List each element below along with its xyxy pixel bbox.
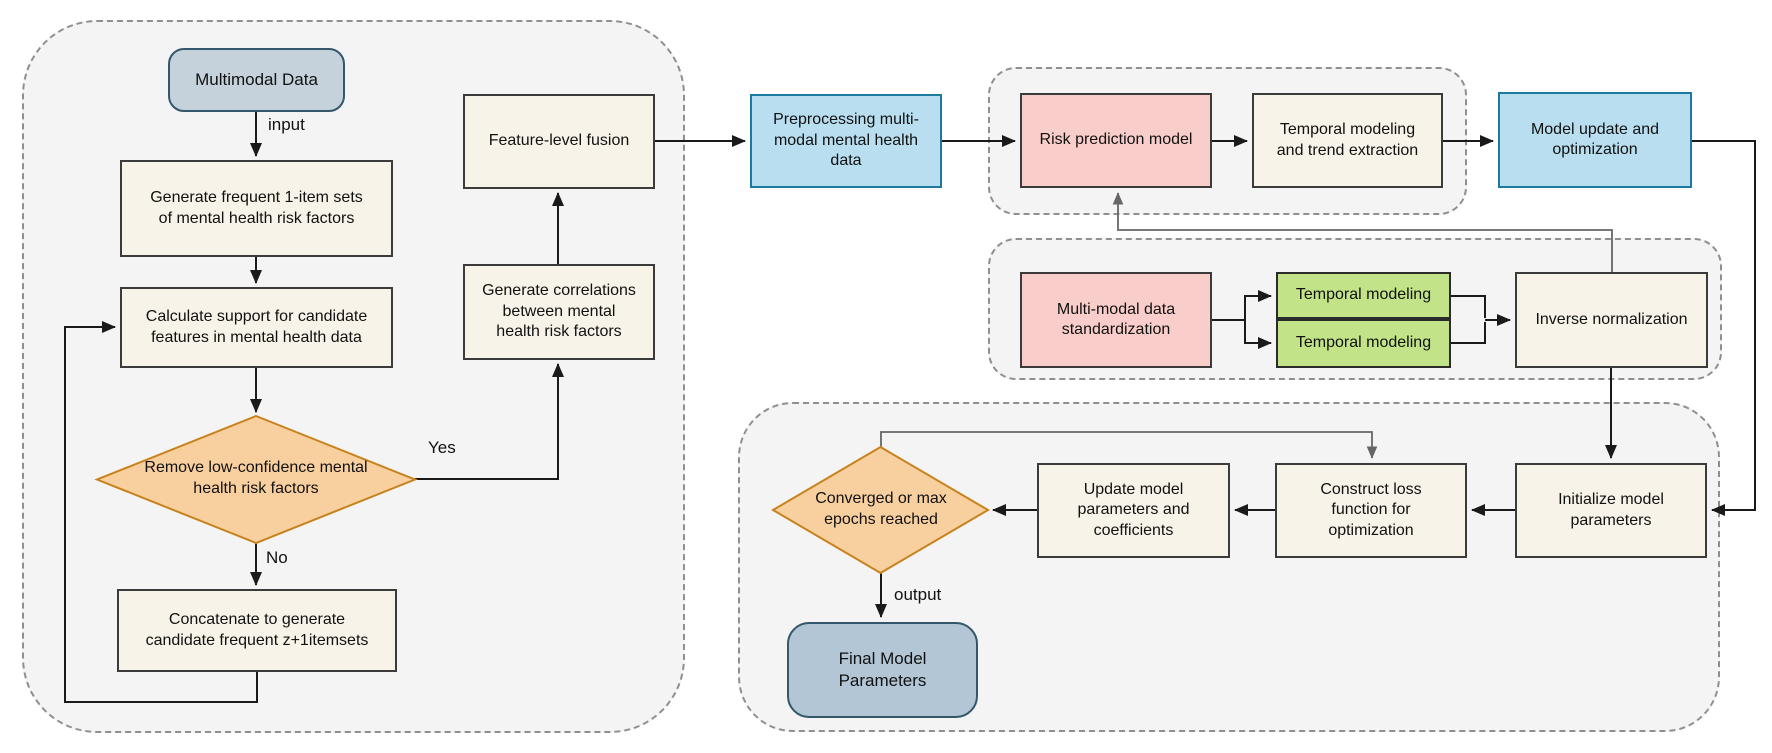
edge-concatenate-loop-to-calculate — [64, 321, 258, 703]
node-preprocessing: Preprocessing multi-modal mental health … — [750, 94, 942, 188]
node-label: Risk prediction model — [1039, 131, 1193, 149]
node-label: Final Model Parameters — [838, 649, 927, 690]
node-model-update: Model update and optimization — [1498, 92, 1692, 188]
node-label: Preprocessing multi-modal mental health … — [773, 111, 919, 170]
node-label: Concatenate to generate candidate freque… — [145, 611, 369, 649]
edge-diamond-yes-to-correlations — [415, 363, 564, 480]
edge-label-output: output — [894, 585, 942, 604]
node-risk-prediction: Risk prediction model — [1020, 93, 1212, 188]
node-label: Model update and optimization — [1530, 120, 1660, 158]
edge-inverse-feedback-to-risk — [1112, 192, 1613, 272]
node-label: Initialize model parameters — [1558, 491, 1664, 529]
node-inverse-normalization: Inverse normalization — [1515, 272, 1708, 368]
node-label: Multimodal Data — [195, 70, 318, 90]
edge-temporal1-merge — [1451, 295, 1486, 318]
node-label: Generate frequent 1-item sets of mental … — [150, 189, 363, 227]
node-final-params: Final Model Parameters — [787, 622, 978, 718]
node-temporal-modeling-1: Temporal modeling — [1276, 272, 1451, 319]
node-label: Generate correlations between mental hea… — [482, 282, 636, 341]
node-label: Inverse normalization — [1535, 310, 1688, 328]
node-temporal-modeling-2: Temporal modeling — [1276, 319, 1451, 368]
decision-remove-low-confidence — [94, 414, 418, 545]
node-concatenate: Concatenate to generate candidate freque… — [117, 589, 397, 672]
node-label: Remove low-confidence mental health risk… — [144, 459, 368, 497]
node-initialize-params: Initialize model parameters — [1515, 463, 1707, 558]
edge-model-update-to-initialize — [1692, 140, 1756, 516]
node-multimodal-data: Multimodal Data — [168, 48, 345, 112]
edge-converged-loop-to-construct — [880, 431, 1378, 459]
node-construct-loss: Construct loss function for optimization — [1275, 463, 1467, 558]
node-label: Construct loss function for optimization — [1320, 480, 1422, 539]
decision-converged-label: Converged or max epochs reached — [790, 480, 972, 540]
node-label: Multi-modal data standardization — [1056, 300, 1176, 338]
node-feature-fusion: Feature-level fusion — [463, 94, 655, 189]
edge-temporal2-merge — [1451, 322, 1486, 344]
node-label: Temporal modeling and trend extraction — [1276, 121, 1419, 159]
edge-label-yes: Yes — [428, 438, 456, 457]
node-label: Temporal modeling — [1295, 334, 1432, 352]
decision-remove-label: Remove low-confidence mental health risk… — [126, 446, 386, 512]
node-update-params: Update model parameters and coefficients — [1037, 463, 1230, 558]
node-standardization: Multi-modal data standardization — [1020, 272, 1212, 368]
edge-standardization-to-temporal2 — [1244, 320, 1272, 349]
node-temporal-trend: Temporal modeling and trend extraction — [1252, 93, 1443, 188]
node-label: Feature-level fusion — [488, 132, 630, 150]
node-generate-frequent: Generate frequent 1-item sets of mental … — [120, 160, 393, 257]
node-label: Temporal modeling — [1295, 286, 1432, 304]
edge-label-input: input — [268, 115, 305, 134]
decision-converged — [771, 445, 990, 575]
node-label: Converged or max epochs reached — [815, 490, 947, 528]
node-label: Update model parameters and coefficients — [1077, 480, 1190, 539]
node-label: Calculate support for candidate features… — [145, 308, 368, 346]
node-calculate-support: Calculate support for candidate features… — [120, 287, 393, 368]
edge-standardization-to-temporal1 — [1212, 290, 1272, 321]
node-generate-correlations: Generate correlations between mental hea… — [463, 264, 655, 360]
edge-label-no: No — [266, 548, 288, 567]
